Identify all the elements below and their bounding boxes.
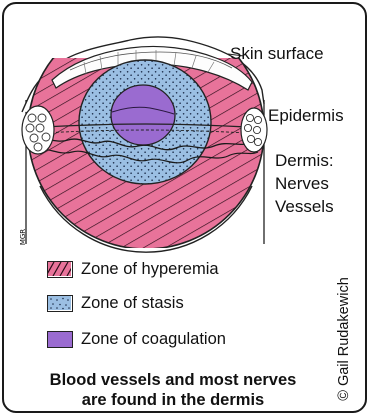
legend-item-hyperemia: Zone of hyperemia [47, 259, 219, 279]
solid-swatch-icon [47, 331, 73, 348]
left-gland-cluster [22, 106, 54, 154]
legend-item-coagulation: Zone of coagulation [47, 329, 226, 349]
hatched-swatch-icon [47, 261, 73, 278]
label-vessels: Vessels [275, 196, 334, 218]
legend-label: Zone of hyperemia [81, 260, 219, 279]
legend-label: Zone of stasis [81, 294, 184, 313]
zone-coagulation [111, 85, 175, 145]
label-epidermis: Epidermis [268, 105, 344, 127]
artist-signature: MGR [16, 225, 30, 249]
caption-line-2: are found in the dermis [14, 390, 332, 410]
caption-line-1: Blood vessels and most nerves [14, 370, 332, 390]
label-nerves: Nerves [275, 173, 329, 195]
figure-caption: Blood vessels and most nerves are found … [14, 370, 332, 410]
dotted-swatch-icon [47, 295, 73, 312]
label-skin-surface: Skin surface [230, 43, 324, 65]
right-gland-cluster [241, 108, 267, 152]
label-dermis: Dermis: [275, 150, 334, 172]
legend-label: Zone of coagulation [81, 330, 226, 349]
copyright-credit: © Gail Rudakewich [334, 272, 354, 406]
legend-item-stasis: Zone of stasis [47, 293, 184, 313]
